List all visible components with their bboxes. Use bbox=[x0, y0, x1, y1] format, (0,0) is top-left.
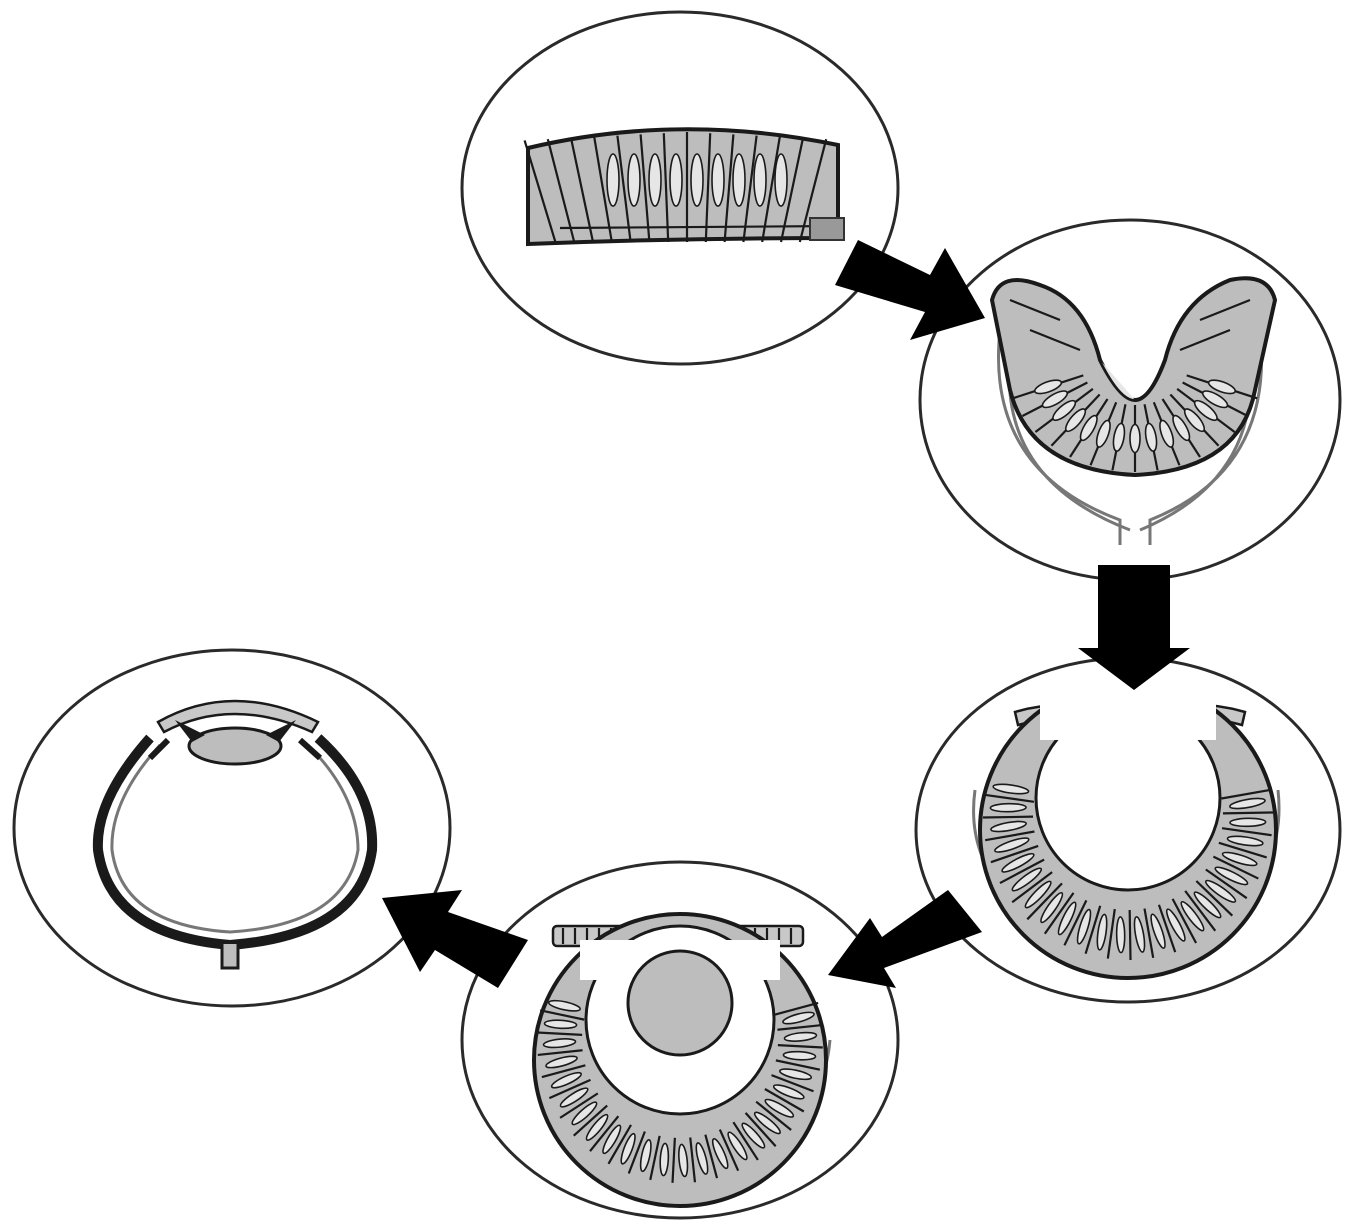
closing-optic-vesicle-icon bbox=[974, 680, 1279, 978]
lens-body bbox=[628, 951, 732, 1055]
arrow-4-to-5 bbox=[382, 890, 528, 988]
stage-lens-vesicle bbox=[462, 862, 898, 1218]
stage-closing-vesicle bbox=[916, 658, 1340, 1002]
mature-lens bbox=[189, 728, 281, 764]
stage-mature-eye bbox=[14, 650, 450, 1006]
stage-surface-ectoderm bbox=[462, 12, 898, 364]
flat-epithelium-sheet-icon bbox=[525, 129, 844, 244]
lens-vesicle-icon bbox=[534, 914, 830, 1206]
stage-optic-cup bbox=[920, 220, 1340, 580]
